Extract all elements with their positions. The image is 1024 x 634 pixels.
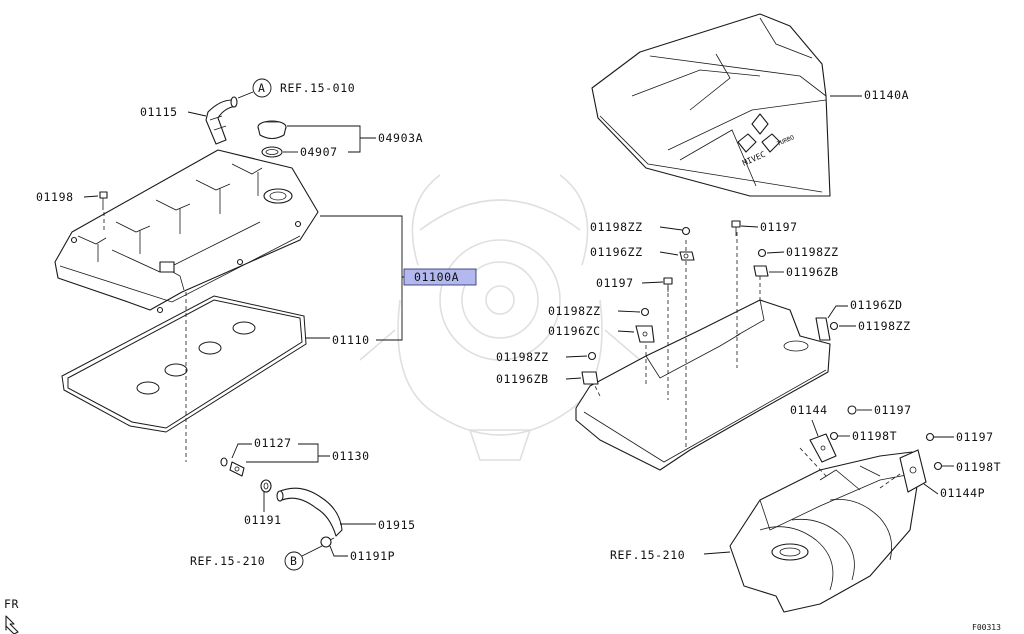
clip-01196ZB-b[interactable] [581, 371, 599, 385]
label-01196ZB-a: 01196ZB [786, 265, 839, 279]
label-01198ZZ-b: 01198ZZ [786, 245, 839, 259]
bracket-01196ZD[interactable] [815, 317, 831, 341]
ref-circle-b-text: B [290, 554, 298, 568]
cylinder-head-outline [575, 299, 831, 471]
label-01197-c: 01197 [874, 403, 912, 417]
bolt-01198T-b[interactable] [933, 461, 943, 471]
leader-01198ZZ-e [565, 355, 588, 358]
label-01196ZC: 01196ZC [548, 324, 601, 338]
rocker-cover[interactable] [54, 149, 319, 314]
ref-label-15-210-left: REF.15-210 [190, 554, 265, 568]
breather-hose-01115[interactable] [205, 96, 238, 145]
bolt-01198ZZ-e[interactable] [587, 351, 597, 361]
bolt-01198[interactable] [99, 191, 108, 210]
bracket-01196ZC[interactable] [635, 325, 655, 343]
label-04907: 04907 [300, 145, 338, 159]
label-01144: 01144 [790, 403, 828, 417]
front-arrow-icon [5, 615, 19, 634]
bolt-01198ZZ-c[interactable] [640, 307, 650, 317]
brand-emblem [751, 113, 769, 135]
label-04903A: 04903A [378, 131, 423, 145]
label-01130: 01130 [332, 449, 370, 463]
bolt-01197-d[interactable] [925, 432, 935, 442]
label-01915: 01915 [378, 518, 416, 532]
clamp-01191P[interactable] [320, 536, 335, 548]
leader-01196ZC [617, 330, 635, 333]
dash-g [799, 447, 827, 477]
leader-ref-b [301, 545, 323, 557]
label-01191P: 01191P [350, 549, 395, 563]
label-01100A[interactable]: 01100A [414, 270, 459, 284]
leader-01198 [83, 195, 99, 198]
leader-ref-a [237, 91, 254, 99]
bolt-01197-b[interactable] [663, 277, 673, 292]
ref-circle-b [284, 551, 304, 571]
leader-01196ZZ [659, 251, 679, 256]
bolt-01197-a[interactable] [731, 220, 741, 236]
label-01127: 01127 [254, 436, 292, 450]
leader-ref-c [703, 551, 731, 555]
oil-filler-cap[interactable] [257, 120, 287, 140]
leader-01196ZD [827, 305, 848, 319]
leader-01197-a [740, 225, 759, 228]
pcv-hose-01915[interactable] [276, 487, 343, 537]
bolt-01197-c[interactable] [847, 405, 857, 415]
label-01196ZB-b: 01196ZB [496, 372, 549, 386]
leader-01198ZZ-c [617, 310, 641, 313]
label-01144P: 01144P [940, 486, 985, 500]
leader-01100A [320, 215, 404, 341]
leader-01127 [231, 443, 252, 459]
leader-01198ZZ-b [766, 251, 785, 254]
leader-01115 [187, 111, 207, 117]
rocker-gasket[interactable] [61, 295, 307, 433]
label-01197-d: 01197 [956, 430, 994, 444]
ref-circle-a [252, 78, 272, 98]
bracket-01144P[interactable] [899, 449, 927, 493]
bolt-01198ZZ-a[interactable] [681, 226, 691, 236]
label-01198ZZ-c: 01198ZZ [548, 304, 601, 318]
bolt-01198ZZ-d[interactable] [829, 321, 839, 331]
bracket-01144[interactable] [809, 433, 837, 463]
engine-cover[interactable] [591, 13, 831, 197]
label-01115: 01115 [140, 105, 178, 119]
label-01197-a: 01197 [760, 220, 798, 234]
ref-circle-a-text: A [258, 81, 266, 95]
leader-01191P [329, 545, 348, 557]
label-01196ZZ: 01196ZZ [590, 245, 643, 259]
o-ring-04907[interactable] [261, 146, 283, 158]
label-01191: 01191 [244, 513, 282, 527]
leader-01144P [923, 483, 939, 495]
figure-id: F00313 [972, 623, 1001, 632]
leader-01197-b [641, 281, 664, 284]
leader-01144 [811, 419, 819, 437]
label-01198ZZ-e: 01198ZZ [496, 350, 549, 364]
bolt-01198ZZ-b[interactable] [757, 248, 767, 258]
label-01140A: 01140A [864, 88, 909, 102]
watermark [359, 174, 641, 461]
label-01196ZD: 01196ZD [850, 298, 903, 312]
label-01198T-a: 01198T [852, 429, 897, 443]
ref-label-15-210-right: REF.15-210 [610, 548, 685, 562]
leader-04903A [287, 125, 376, 153]
ref-label-15-010: REF.15-010 [280, 81, 355, 95]
intake-manifold[interactable] [729, 451, 919, 613]
leader-01196ZB-b [565, 377, 582, 380]
front-marker-text: FR [4, 597, 19, 611]
leader-01198ZZ-a [659, 226, 683, 231]
label-01110: 01110 [332, 333, 370, 347]
pcv-valve[interactable] [220, 457, 245, 477]
leader-01130 [246, 443, 330, 463]
clamp-01191[interactable] [260, 479, 272, 493]
label-01198: 01198 [36, 190, 74, 204]
label-01197-b: 01197 [596, 276, 634, 290]
label-01198T-b: 01198T [956, 460, 1001, 474]
clip-01196ZB-a[interactable] [753, 265, 769, 277]
clip-01196ZZ[interactable] [679, 251, 695, 261]
label-01198ZZ-a: 01198ZZ [590, 220, 643, 234]
label-01198ZZ-d: 01198ZZ [858, 319, 911, 333]
bolt-01198T-a[interactable] [829, 431, 839, 441]
